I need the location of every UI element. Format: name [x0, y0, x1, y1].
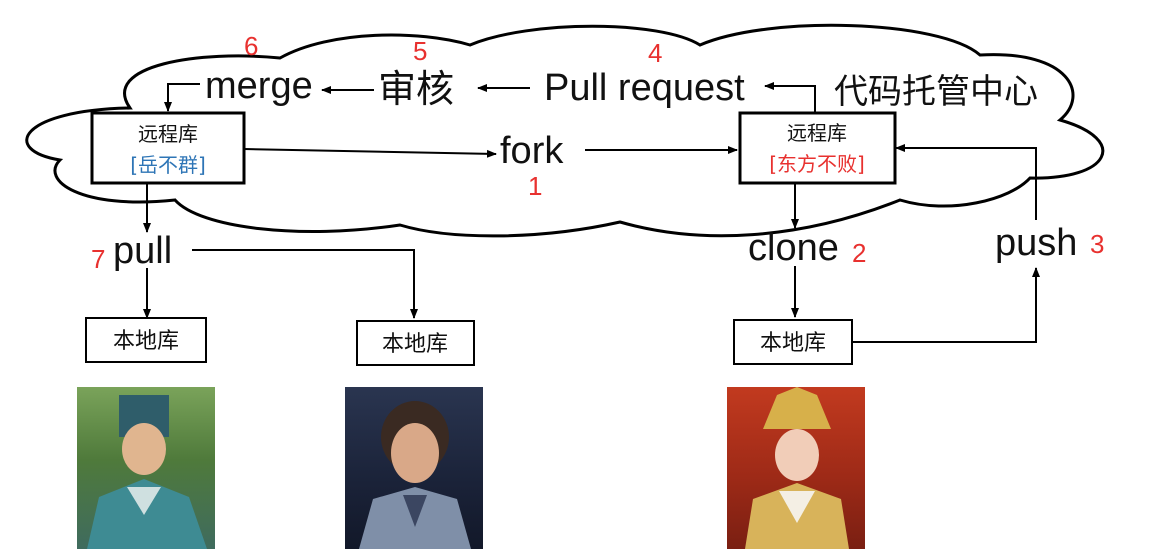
step-pull-request-label: Pull request — [544, 67, 745, 109]
local-repo-box-1 — [85, 317, 207, 363]
local-repo-box-3 — [733, 319, 853, 365]
step-review-label: 审核 — [378, 67, 454, 111]
step-7-number: 7 — [91, 244, 105, 274]
step-clone-label: clone — [748, 227, 839, 269]
linghu-chong-photo — [345, 387, 483, 549]
local-repo-label-2: 本地库 — [382, 332, 448, 357]
step-1-number: 1 — [528, 171, 542, 201]
local-repo-label-3: 本地库 — [760, 331, 826, 356]
fork-repo-owner: [东方不败] — [769, 152, 865, 176]
yue-buqun-photo — [77, 387, 215, 549]
step-3-number: 3 — [1090, 229, 1104, 259]
step-4-number: 4 — [648, 38, 662, 68]
flow-arrows — [143, 82, 1040, 343]
fork-remote-repo-box — [738, 111, 897, 185]
step-5-number: 5 — [413, 36, 427, 66]
step-2-number: 2 — [852, 238, 866, 268]
dongfang-bubai-photo — [727, 387, 865, 549]
fork-repo-title: 远程库 — [787, 121, 847, 145]
step-fork-label: fork — [500, 130, 564, 172]
cloud-label: 代码托管中心 — [834, 72, 1038, 112]
upstream-remote-repo-box — [90, 111, 246, 185]
local-repo-box-2 — [356, 320, 475, 366]
step-push-label: push — [995, 222, 1077, 264]
step-merge-label: merge — [205, 65, 313, 107]
step-pull-label: pull — [113, 230, 172, 272]
upstream-repo-title: 远程库 — [138, 122, 198, 146]
step-6-number: 6 — [244, 31, 258, 61]
upstream-repo-owner: [岳不群] — [130, 153, 206, 177]
local-repo-label-1: 本地库 — [113, 329, 179, 354]
